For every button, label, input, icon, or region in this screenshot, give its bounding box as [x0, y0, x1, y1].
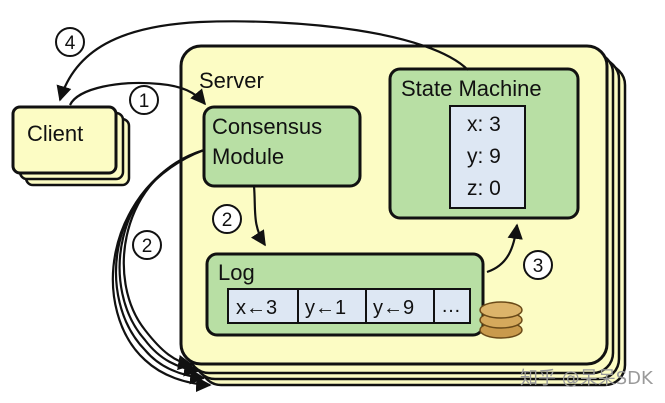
- watermark: 知乎 @呆呆SDK: [520, 368, 654, 389]
- step-2b-label: 2: [142, 236, 153, 257]
- log-entries: x←3 y←1 y←9 …: [227, 288, 471, 324]
- arrow-state-to-client: [56, 20, 469, 102]
- log-label: Log: [218, 260, 255, 285]
- step-2-marker: 2: [212, 204, 242, 234]
- disk-storage-icon: [479, 301, 523, 339]
- log-entry-2: y←1: [305, 297, 346, 319]
- server-label: Server: [199, 68, 264, 93]
- arrows: [56, 20, 523, 393]
- consensus-label-line1: Consensus: [212, 114, 322, 139]
- state-y: y: 9: [467, 145, 501, 168]
- step-2b-marker: 2: [132, 230, 162, 260]
- client-stack: [11, 105, 131, 187]
- step-3-label: 3: [533, 256, 544, 277]
- step-markers: 4 1 2 2 3: [55, 27, 553, 280]
- step-2-label: 2: [222, 210, 233, 231]
- log-entry-cell: [365, 288, 435, 324]
- log-entry-4: …: [441, 295, 461, 317]
- arrow-replicate-4: [111, 148, 212, 393]
- state-x: x: 3: [467, 113, 501, 136]
- step-1-label: 1: [139, 91, 150, 112]
- state-table: [449, 105, 526, 209]
- client-label: Client: [27, 121, 83, 146]
- consensus-module-box: [202, 105, 362, 188]
- step-4-label: 4: [65, 33, 76, 54]
- consensus-label-line2: Module: [212, 144, 284, 169]
- client-box: [11, 105, 118, 175]
- arrow-log-to-state: [486, 223, 523, 274]
- state-z: z: 0: [467, 177, 501, 200]
- log-entry-cell: [433, 288, 471, 324]
- arrow-client-to-consensus: [69, 81, 206, 106]
- state-machine-label: State Machine: [401, 76, 542, 101]
- log-entry-3: y←9: [373, 297, 414, 319]
- log-entry-1: x←3: [236, 297, 277, 319]
- arrow-consensus-to-log: [250, 185, 266, 247]
- step-4-marker: 4: [55, 27, 85, 57]
- step-1-marker: 1: [129, 85, 159, 115]
- step-3-marker: 3: [523, 250, 553, 280]
